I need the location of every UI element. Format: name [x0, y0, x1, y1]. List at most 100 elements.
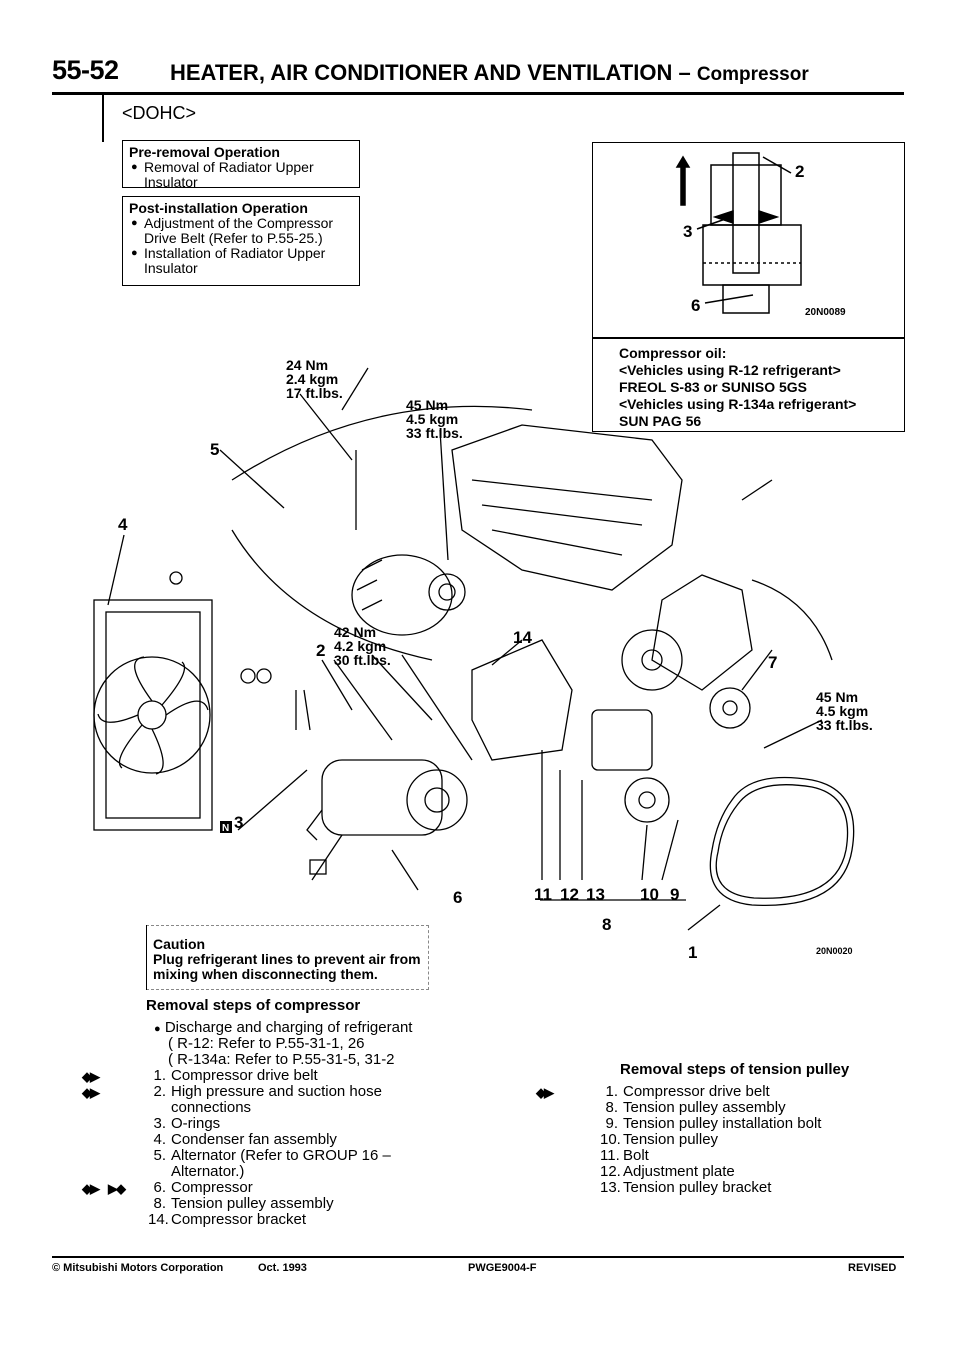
- torque-ftlbs: 17 ft.lbs.: [286, 385, 343, 401]
- footer-copyright: © Mitsubishi Motors Corporation: [52, 1262, 224, 1274]
- callout-14: 14: [513, 628, 532, 647]
- list-item: 11.Bolt: [600, 1147, 649, 1164]
- compressor-bolt: [311, 834, 343, 881]
- inset-callout-3: 3: [683, 222, 692, 241]
- engine-block-outline: [451, 424, 683, 591]
- removal-installation-arrow-icon: ◆▶: [536, 1085, 554, 1100]
- removal-compressor-title: Removal steps of compressor: [146, 997, 361, 1014]
- torque-ftlbs: 33 ft.lbs.: [406, 425, 463, 441]
- caution-heading: Caution: [153, 936, 206, 952]
- discharge-sub-r12: ( R-12: Refer to P.55-31-1, 26: [168, 1036, 365, 1052]
- discharge-charging-text: Discharge and charging of refrigerant: [164, 1019, 413, 1036]
- callout-1: 1: [688, 943, 698, 962]
- inset-callout-6: 6: [691, 296, 700, 315]
- compressor-oil-heading: Compressor oil:: [619, 345, 727, 361]
- removal-tension-list: 1.Compressor drive belt 8.Tension pulley…: [600, 1084, 821, 1196]
- footer-date: Oct. 1993: [258, 1262, 307, 1274]
- removal-tension-title: Removal steps of tension pulley: [620, 1061, 850, 1078]
- inset-callout-2: 2: [795, 162, 804, 181]
- discharge-sub-r12-text: R-12: Refer to P.55-31-1, 26: [177, 1035, 365, 1052]
- condenser-fan-frame: [93, 599, 213, 831]
- bracket-open-icon: (: [168, 1035, 173, 1052]
- o-ring-cap: [309, 859, 327, 875]
- list-item: 8.Tension pulley assembly: [605, 1099, 786, 1116]
- removal-installation-arrow-icon: ◆▶: [82, 1085, 100, 1100]
- tension-pulley-idler: [709, 687, 751, 729]
- compressor: [321, 759, 443, 836]
- torque-alternator: 24 Nm 2.4 kgm 17 ft.lbs.: [286, 358, 343, 400]
- list-item: 1.Compressor drive belt: [605, 1083, 770, 1100]
- callout-2: 2: [316, 641, 326, 660]
- header-rule: [52, 92, 904, 95]
- compressor-oil-line: <Vehicles using R-134a refrigerant>: [619, 396, 857, 412]
- torque-kgm: 4.5 kgm: [406, 411, 459, 427]
- discharge-sub-r134a: ( R-134a: Refer to P.55-31-5, 31-2: [168, 1052, 395, 1068]
- crank-pulley: [621, 629, 683, 691]
- compressor-oil-box: Compressor oil: <Vehicles using R-12 ref…: [592, 338, 905, 432]
- callout-7: 7: [768, 653, 778, 672]
- removal-compressor-list: 1.Compressor drive belt 2.High pressure …: [148, 1068, 391, 1228]
- discharge-charging-item: ● Discharge and charging of refrigerant: [154, 1020, 412, 1037]
- footer-rule: [52, 1256, 904, 1258]
- list-item: 3.O-rings: [153, 1115, 221, 1132]
- list-item: Alternator.): [171, 1163, 245, 1180]
- torque-nm: 42 Nm: [334, 624, 377, 640]
- callout-10: 10: [640, 885, 659, 904]
- compressor-oil-line: <Vehicles using R-12 refrigerant>: [619, 362, 841, 378]
- page-number: 55-52: [52, 55, 119, 85]
- compressor-oil-line: FREOL S-83 or SUNISO 5GS: [619, 379, 808, 395]
- left-margin-bar: [102, 95, 104, 142]
- torque-kgm: 4.2 kgm: [334, 638, 387, 654]
- removal-installation-arrow-icon: ◆▶: [82, 1181, 100, 1196]
- torque-tension-pulley: 45 Nm 4.5 kgm 33 ft.lbs.: [816, 690, 873, 732]
- drive-belt: [709, 776, 855, 907]
- callout-5: 5: [210, 440, 220, 459]
- callout-9: 9: [670, 885, 680, 904]
- callout-4: 4: [118, 515, 128, 534]
- torque-alternator-lower: 45 Nm 4.5 kgm 33 ft.lbs.: [406, 398, 463, 440]
- page-title-main: HEATER, AIR CONDITIONER AND VENTILATION …: [170, 60, 691, 85]
- alternator: [351, 554, 453, 636]
- list-item: 10.Tension pulley: [600, 1131, 719, 1148]
- list-item: connections: [171, 1099, 252, 1116]
- footer-status: REVISED: [848, 1262, 897, 1274]
- list-item: 5.Alternator (Refer to GROUP 16 –: [153, 1147, 391, 1164]
- list-item: 14.Compressor bracket: [148, 1211, 307, 1228]
- pre-removal-heading: Pre-removal Operation: [129, 144, 280, 160]
- list-item: 1.Compressor drive belt: [153, 1067, 318, 1084]
- callout-8: 8: [602, 915, 612, 934]
- page-title: HEATER, AIR CONDITIONER AND VENTILATION …: [170, 60, 809, 86]
- n-badge: [220, 821, 232, 833]
- post-installation-item: Adjustment of the Compressor Drive Belt …: [129, 216, 353, 246]
- o-ring-inset: 2 3 6 20N0089: [592, 142, 905, 338]
- torque-nm: 24 Nm: [286, 357, 329, 373]
- torque-nm: 45 Nm: [406, 397, 449, 413]
- torque-ftlbs: 33 ft.lbs.: [816, 717, 873, 733]
- list-item: 8.Tension pulley assembly: [153, 1195, 334, 1212]
- bracket-open-icon: (: [168, 1051, 173, 1068]
- adjustment-plate: [591, 709, 653, 771]
- exploded-diagram: N: [93, 367, 855, 931]
- removal-tension-heading: Removal steps of tension pulley: [620, 1062, 849, 1078]
- list-item: 12.Adjustment plate: [600, 1163, 735, 1180]
- inset-figure-code: 20N0089: [805, 307, 846, 318]
- list-item: 9.Tension pulley installation bolt: [605, 1115, 822, 1132]
- n-badge-label: N: [222, 823, 229, 834]
- engine-pulley-housing: [651, 574, 753, 691]
- post-installation-heading: Post-installation Operation: [129, 200, 308, 216]
- callout-6: 6: [453, 888, 463, 907]
- bullet-icon: ●: [154, 1023, 161, 1035]
- engine-variant-label: <DOHC>: [122, 103, 197, 123]
- list-item: 6.Compressor: [153, 1179, 253, 1196]
- caution-text: Plug refrigerant lines to prevent air fr…: [153, 951, 421, 982]
- caution-box: Caution Plug refrigerant lines to preven…: [146, 925, 429, 990]
- list-item: 2.High pressure and suction hose: [153, 1083, 382, 1100]
- compressor-bracket: [471, 639, 573, 761]
- post-installation-box: Post-installation Operation Adjustment o…: [122, 196, 360, 286]
- torque-nm: 45 Nm: [816, 689, 859, 705]
- figure-code: 20N0020: [816, 946, 853, 956]
- o-ring-inset-drawing: 2 3 6 20N0089: [675, 152, 846, 318]
- removal-installation-arrow-icon: ◆▶: [82, 1069, 100, 1084]
- removal-compressor-heading: Removal steps of compressor: [146, 998, 360, 1014]
- engine-block-ribs: [471, 479, 653, 556]
